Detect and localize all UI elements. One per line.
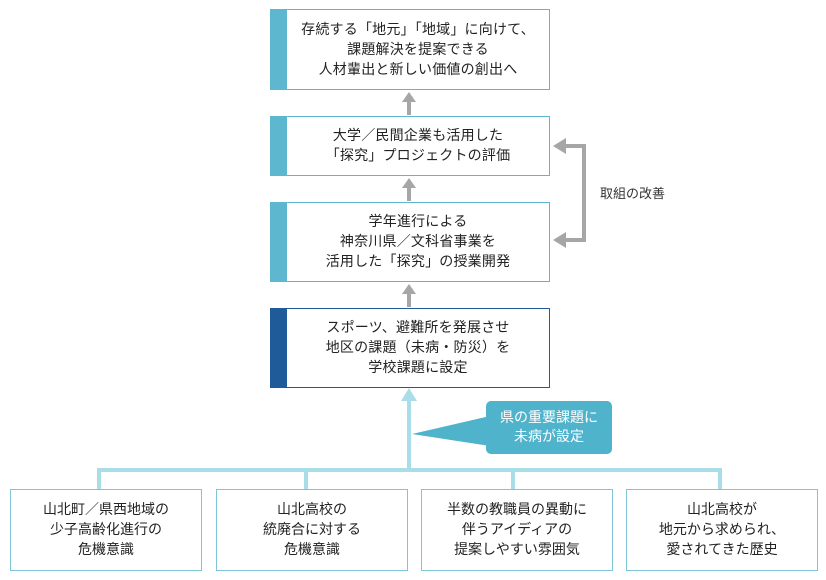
evaluation-accent-bar xyxy=(271,117,287,175)
evaluation-text: 大学／民間企業も活用した 「探究」プロジェクトの評価 xyxy=(325,128,511,164)
callout-pointer xyxy=(412,416,490,446)
trunk-arrow-head xyxy=(401,388,417,401)
improvement-loop-arrow xyxy=(560,144,586,242)
improvement-loop-label: 取組の改善 xyxy=(600,187,666,202)
plan-box: 学年進行による 神奈川県／文科省事業を 活用した「探究」の授業開発 xyxy=(270,202,550,282)
loop-arrow-head xyxy=(553,232,566,248)
cause-box-1: 山北町／県西地域の 少子高齢化進行の 危機意識 xyxy=(10,489,202,571)
goal-box: 存続する「地元」「地域」に向けて、 課題解決を提案できる 人材輩出と新しい価値の… xyxy=(270,9,550,90)
cause-box-3: 半数の教職員の異動に 伴うアイディアの 提案しやすい雰囲気 xyxy=(421,489,613,571)
plan-accent-bar xyxy=(271,203,287,281)
arrow-issue-to-plan xyxy=(402,284,416,307)
cause-box-4: 山北高校が 地元から求められ、 愛されてきた歴史 xyxy=(626,489,818,571)
cause-box-2: 山北高校の 統廃合に対する 危機意識 xyxy=(216,489,408,571)
prefecture-priority-callout: 県の重要課題に 未病が設定 xyxy=(486,401,612,454)
plan-text: 学年進行による 神奈川県／文科省事業を 活用した「探究」の授業開発 xyxy=(325,214,511,270)
goal-text: 存続する「地元」「地域」に向けて、 課題解決を提案できる 人材輩出と新しい価値の… xyxy=(301,21,535,78)
evaluation-box: 大学／民間企業も活用した 「探究」プロジェクトの評価 xyxy=(270,116,550,176)
arrow-evaluation-to-goal xyxy=(402,92,416,115)
issue-text: スポーツ、避難所を発展させ 地区の課題（未病・防災）を 学校課題に設定 xyxy=(325,320,511,376)
arrow-plan-to-evaluation xyxy=(402,178,416,201)
goal-accent-bar xyxy=(271,10,287,89)
issue-accent-bar xyxy=(271,309,287,387)
issue-box: スポーツ、避難所を発展させ 地区の課題（未病・防災）を 学校課題に設定 xyxy=(270,308,550,388)
loop-arrow-tail-head xyxy=(553,138,566,154)
